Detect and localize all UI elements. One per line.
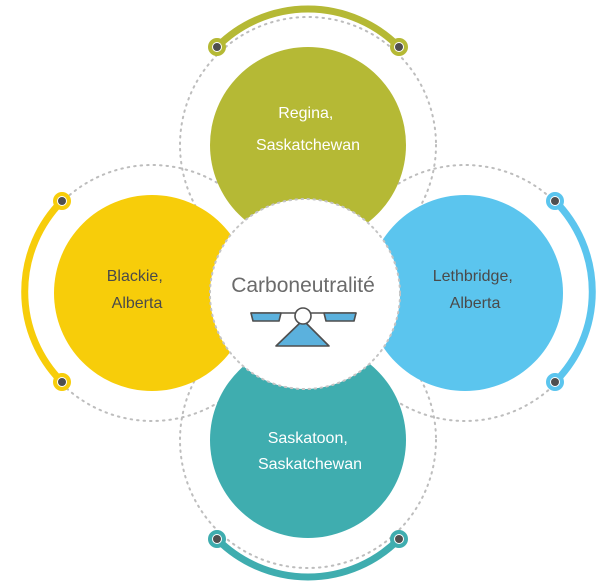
right-node-label-line2: Alberta <box>450 295 501 312</box>
left-node-circle <box>54 195 250 391</box>
balance-scale-icon <box>250 307 357 347</box>
right-node-circle <box>367 195 563 391</box>
center-label: Carboneutralité <box>231 274 375 297</box>
left-arc <box>21 197 66 386</box>
bottom-node-circle <box>210 342 406 538</box>
right-arc <box>551 197 596 386</box>
bottom-arc-endpoints <box>208 530 408 548</box>
bottom-dotted-ring <box>179 311 437 569</box>
center-circle <box>209 198 401 390</box>
bottom-arc <box>213 535 403 581</box>
bottom-node-label-line2: Saskatchewan <box>258 456 362 473</box>
left-node-label: Blackie, Alberta <box>107 268 167 312</box>
right-node-label: Lethbridge, Alberta <box>433 268 518 312</box>
top-node-label-line1: Regina, <box>278 105 333 122</box>
right-arc-endpoints <box>546 192 564 391</box>
left-arc-endpoints <box>53 192 71 391</box>
right-node-label-line1: Lethbridge, <box>433 268 513 285</box>
top-node-circle <box>210 47 406 243</box>
left-node-label-line2: Alberta <box>112 295 163 312</box>
bottom-node-label: Saskatoon, Saskatchewan <box>258 430 362 473</box>
left-node-label-line1: Blackie, <box>107 268 163 285</box>
top-arc-endpoints <box>208 38 408 56</box>
top-node-label-line2: Saskatchewan <box>256 137 360 154</box>
bottom-node-label-line1: Saskatoon, <box>268 430 348 447</box>
top-node-label: Regina, Saskatchewan <box>256 105 360 154</box>
top-arc <box>213 5 403 51</box>
